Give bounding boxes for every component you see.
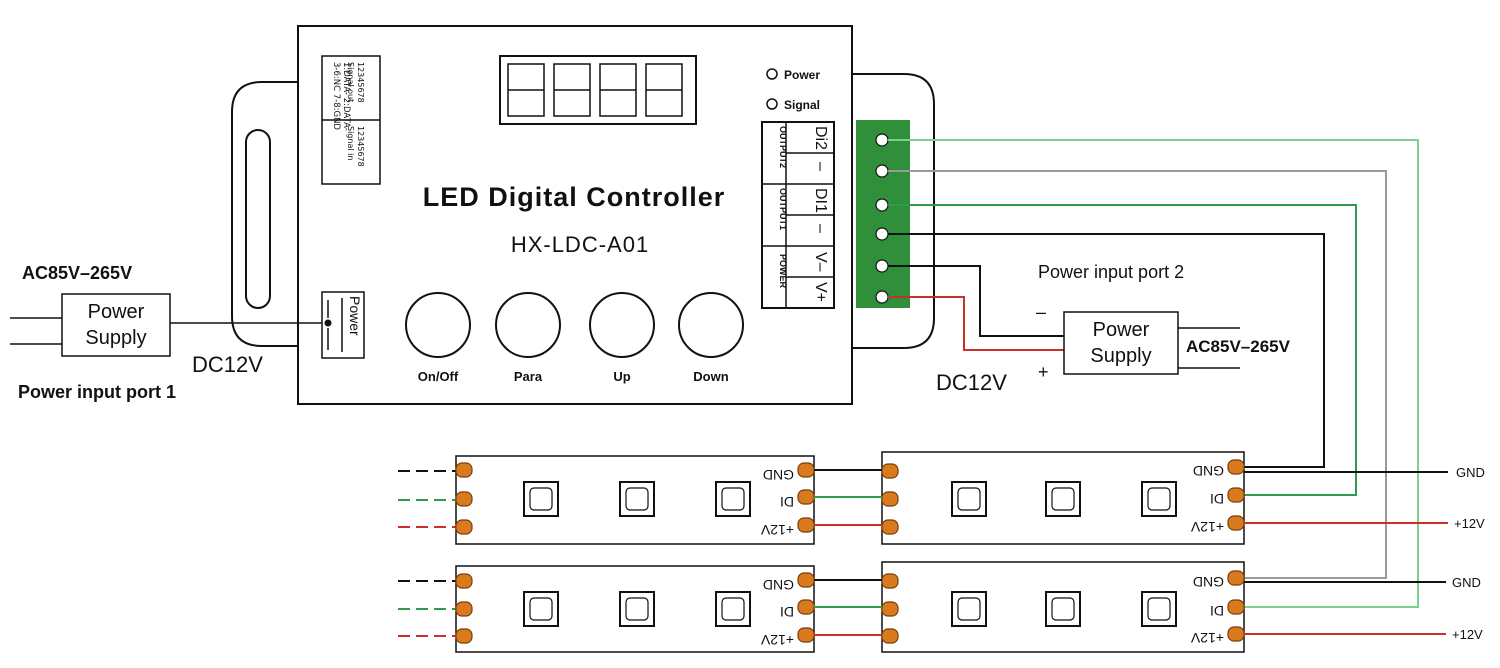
button-on-off-label: On/Off [418, 369, 459, 384]
power-jack-label: Power [347, 296, 363, 336]
led-chip [619, 481, 655, 517]
strip-pad-12v: +12V [760, 632, 794, 648]
rail-12v-bottom: +12V [1452, 627, 1483, 642]
led-chip [619, 591, 655, 627]
led-chip [1045, 481, 1081, 517]
left-supply-box [61, 293, 171, 357]
button-on-off[interactable]: On/Off [405, 292, 471, 384]
controller-body [297, 25, 853, 405]
strip-pad-di: DI [1210, 603, 1224, 619]
pinout-line-2: 3-6:NC 7-8:GND [331, 62, 341, 130]
pinout-digits-out: 12345678 [356, 62, 365, 103]
pinout-signal-out: Signal out [346, 62, 355, 102]
strip-pad-gnd: GND [1193, 574, 1224, 590]
led-strip-top-left: GND DI +12V [398, 455, 815, 545]
led-chip [1141, 591, 1177, 627]
rail-gnd-top: GND [1456, 465, 1485, 480]
led-chip [951, 591, 987, 627]
button-para-label: Para [514, 369, 543, 384]
left-supply-label-1: Power [88, 301, 145, 323]
digit-display [499, 55, 697, 125]
terminal-label-panel: OUTPUT2 OUTPUT1 POWER Di2 – DI1 – V– V+ [761, 121, 835, 309]
pinout-label: 1:DATA- 2:DATA- 3-6:NC 7-8:GND 12345678 … [321, 55, 381, 185]
right-ac-label: AC85V–265V [1186, 337, 1291, 356]
strip-pad-di: DI [780, 494, 794, 510]
controller: 1:DATA- 2:DATA- 3-6:NC 7-8:GND 12345678 … [231, 25, 935, 405]
rail-12v-top: +12V [1454, 516, 1485, 531]
led-chip [523, 591, 559, 627]
strip-pad-di: DI [780, 604, 794, 620]
right-minus-label: – [1036, 302, 1046, 322]
right-dc-label: DC12V [936, 370, 1007, 395]
strip-pad-di: DI [1210, 491, 1224, 507]
button-up[interactable]: Up [589, 292, 655, 384]
left-mount-slot [245, 129, 271, 309]
strip-pad-12v: +12V [1190, 519, 1224, 535]
indicator-power: Power [766, 68, 820, 82]
left-power-supply: Power Supply AC85V–265V Power input port… [10, 263, 322, 402]
power-jack[interactable]: Power [321, 291, 365, 359]
pin-vminus-label: V– [812, 252, 829, 272]
pin-minus1-label: – [812, 162, 829, 171]
right-supply-label-2: Supply [1090, 345, 1151, 367]
strip-pad-12v: +12V [760, 522, 794, 538]
strip-pad-gnd: GND [763, 467, 794, 483]
terminal-wires [888, 139, 1419, 608]
led-chip [715, 481, 751, 517]
controller-model: HX-LDC-A01 [511, 232, 649, 257]
controller-title: LED Digital Controller [423, 182, 726, 212]
pin-di2-label: Di2 [812, 126, 829, 150]
indicator-power-label: Power [784, 68, 820, 82]
strip-interconnects [814, 469, 1448, 636]
indicator-signal: Signal [766, 98, 820, 112]
left-dc-label: DC12V [192, 352, 263, 377]
led-chip [1045, 591, 1081, 627]
indicator-signal-label: Signal [784, 98, 820, 112]
pin-vplus-label: V+ [812, 282, 829, 302]
led-strip-top-right: GND DI +12V [881, 451, 1245, 545]
led-chip [523, 481, 559, 517]
left-supply-label-2: Supply [85, 327, 146, 349]
terminal-block [856, 120, 910, 308]
button-up-label: Up [613, 369, 630, 384]
group-output2-label: OUTPUT2 [778, 126, 788, 168]
right-power-supply: Power input port 2 – Power Supply AC85V–… [936, 262, 1291, 395]
pinout-line-1: 1:DATA- 2:DATA- [341, 62, 351, 131]
strip-pad-gnd: GND [1193, 463, 1224, 479]
group-output1-label: OUTPUT1 [778, 188, 788, 230]
strip-pad-12v: +12V [1190, 630, 1224, 646]
left-ac-label: AC85V–265V [22, 263, 132, 283]
button-down[interactable]: Down [678, 292, 744, 384]
strip-pad-gnd: GND [763, 577, 794, 593]
led-chip [1141, 481, 1177, 517]
pin-di1-label: DI1 [812, 188, 829, 213]
led-chip [951, 481, 987, 517]
right-plus-label: + [1038, 362, 1049, 382]
group-power-label: POWER [778, 254, 788, 289]
right-port-label: Power input port 2 [1038, 262, 1184, 282]
right-supply-label-1: Power [1093, 319, 1150, 341]
rail-gnd-bottom: GND [1452, 575, 1481, 590]
led-chip [715, 591, 751, 627]
right-mount-ear [852, 73, 935, 349]
pinout-digits-in: 12345678 [356, 126, 365, 167]
right-supply-box [1063, 311, 1179, 375]
pinout-signal-in: Signal in [346, 126, 355, 160]
button-para[interactable]: Para [495, 292, 561, 384]
left-port-label: Power input port 1 [18, 382, 176, 402]
left-mount-ear [231, 81, 298, 347]
pin-minus2-label: – [812, 224, 829, 233]
button-down-label: Down [693, 369, 728, 384]
led-strip-bottom-left: GND DI +12V [398, 565, 815, 653]
led-strip-bottom-right: GND DI +12V [881, 561, 1245, 653]
